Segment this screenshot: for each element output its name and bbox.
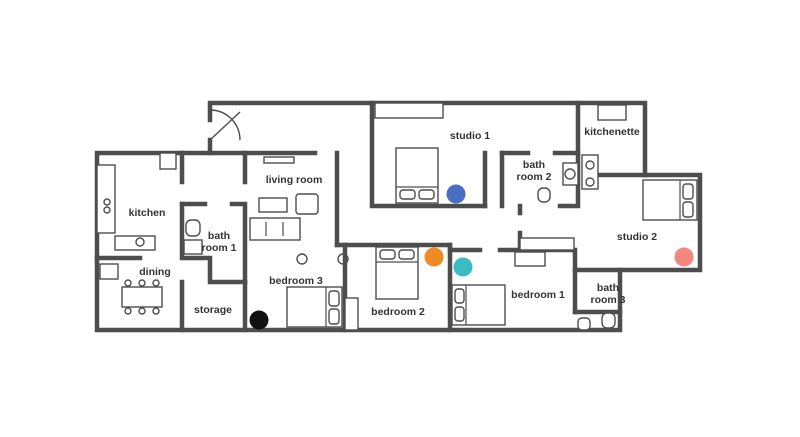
kitchen-sink [114, 235, 156, 251]
label-studio-2: studio 2 [617, 231, 657, 243]
orange-marker[interactable] [424, 247, 444, 267]
label-bath-room-1-line2: room 1 [201, 242, 236, 254]
dining-table [121, 279, 163, 315]
label-bath-room-3-line1: bath [597, 282, 619, 294]
bath-2-sink [562, 162, 579, 186]
studio-2-desk [514, 251, 546, 267]
bath-2-toilet [537, 187, 551, 203]
room-labels: studio 1 kitchenette bath room 2 living … [129, 126, 658, 318]
coffee-table [258, 197, 288, 213]
label-bath-room-2-line1: bath [523, 159, 545, 171]
bedroom-2-bed [375, 246, 419, 300]
furniture [96, 102, 698, 331]
bedroom-3-bed [286, 286, 343, 328]
bedroom-1-bed [451, 284, 506, 326]
armchair [295, 193, 319, 215]
label-bath-room-2-line2: room 2 [516, 171, 551, 183]
tv-unit [263, 156, 295, 164]
bath-3-toilet [601, 312, 616, 329]
markers [249, 184, 694, 330]
label-bedroom-3: bedroom 3 [269, 275, 323, 287]
kitchenette-table [597, 104, 627, 121]
bath-1-toilet [185, 219, 201, 237]
studio-1-bed [395, 147, 439, 204]
label-bath-room-1-line1: bath [208, 230, 230, 242]
blue-marker[interactable] [446, 184, 466, 204]
bedroom-3-wardrobe [344, 297, 359, 331]
label-bedroom-2: bedroom 2 [371, 306, 425, 318]
walls [94, 100, 703, 333]
label-studio-1: studio 1 [450, 130, 490, 142]
label-dining: dining [139, 266, 171, 278]
bath-1-sink [183, 239, 203, 255]
studio-1-cabinet [374, 102, 444, 119]
entry-door [209, 109, 241, 141]
teal-marker[interactable] [453, 257, 473, 277]
bath-3-sink [577, 317, 591, 331]
label-bath-room-3-line2: room 3 [590, 294, 625, 306]
dining-cabinet [99, 263, 119, 280]
label-kitchenette: kitchenette [584, 126, 640, 138]
studio-2-bed [642, 179, 698, 221]
label-living-room: living room [266, 174, 323, 186]
label-kitchen: kitchen [129, 207, 166, 219]
sofa [249, 217, 301, 241]
studio-2-counter [519, 237, 575, 251]
label-bedroom-1: bedroom 1 [511, 289, 565, 301]
kitchenette-counter [581, 154, 599, 190]
kitchen-fridge [159, 152, 177, 170]
pink-marker[interactable] [674, 247, 694, 267]
label-storage: storage [194, 304, 232, 316]
black-marker[interactable] [249, 310, 269, 330]
